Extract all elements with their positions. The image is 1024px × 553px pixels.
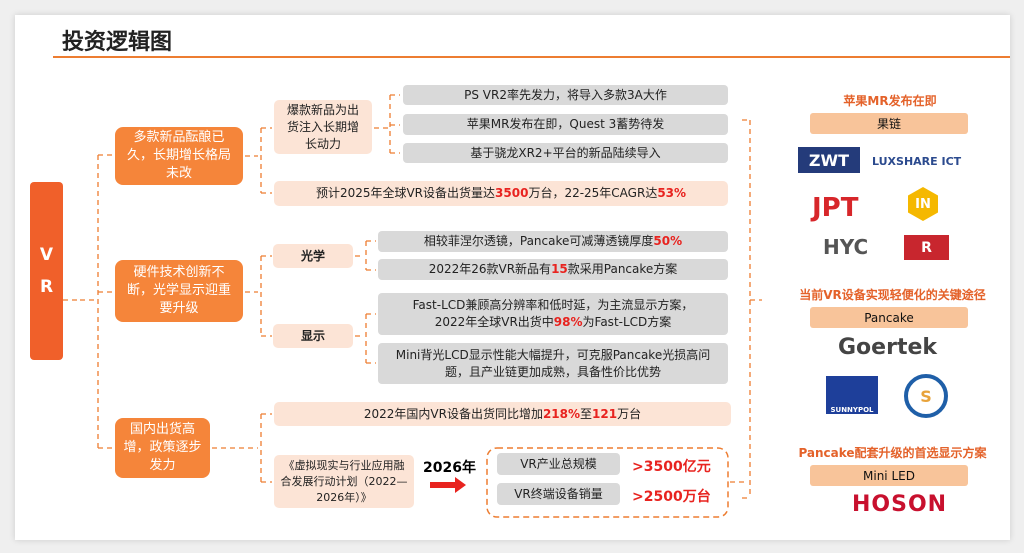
highlight: 53% — [657, 186, 687, 200]
zwt-logo: ZWT — [798, 147, 860, 173]
text: 预计2025年全球VR设备出货量达 — [315, 186, 496, 200]
target-label: VR终端设备销量 — [497, 483, 620, 505]
sunnypol-logo: SUNNYPOL — [826, 376, 878, 414]
highlight: 15 — [551, 262, 568, 276]
root-char: R — [39, 277, 54, 297]
branch-hardware: 硬件技术创新不断，光学显示迎重要升级 — [115, 260, 243, 322]
target-value: >3500亿元 — [632, 459, 711, 475]
jpt-logo: JPT — [812, 193, 859, 223]
pancake-header: 当前VR设备实现轻便化的关键途径 — [799, 288, 986, 302]
highlight: 3500 — [495, 186, 529, 200]
page-title: 投资逻辑图 — [62, 29, 173, 55]
highlight: 98% — [553, 315, 583, 329]
apple-header: 苹果MR发布在即 — [843, 94, 937, 108]
text: 至 — [580, 406, 593, 421]
branch-domestic: 国内出货高增，政策逐步发力 — [115, 418, 210, 478]
highlight: 121 — [592, 406, 618, 421]
text: Fast-LCD兼顾高分辨率和低时延，为主流显示方案， — [412, 298, 694, 312]
target-year: 2026年 — [423, 460, 476, 476]
text: 2022年26款VR新品有 — [428, 262, 552, 276]
root-char: V — [39, 245, 54, 265]
r-logo: R — [904, 235, 949, 260]
title-divider — [53, 56, 1010, 58]
text: 万台，22-25年CAGR达 — [528, 186, 658, 200]
item: 苹果MR发布在即，Quest 3蓄势待发 — [403, 114, 728, 135]
miniled-header: Pancake配套升级的首选显示方案 — [798, 446, 987, 460]
luxshare-logo: LUXSHARE ICT — [872, 155, 962, 168]
hoson-logo: HOSON — [852, 492, 948, 517]
hyc-logo: HYC — [823, 235, 869, 259]
miniled-bar: Mini LED — [810, 465, 968, 486]
branch-new-products: 多款新品酝酿已久，长期增长格局未改 — [115, 127, 243, 185]
highlight: 50% — [653, 234, 683, 248]
display-node: 显示 — [273, 324, 353, 348]
pancake-bar: Pancake — [810, 307, 968, 328]
text: 2022年国内VR设备出货同比增加 — [363, 406, 543, 421]
goertek-logo: Goertek — [838, 335, 938, 360]
target-value: >2500万台 — [632, 489, 711, 505]
target-label: VR产业总规模 — [497, 453, 620, 475]
optics-node: 光学 — [273, 244, 353, 268]
text: 万台 — [617, 406, 642, 421]
text: 2022年全球VR出货中 — [434, 315, 554, 329]
item: PS VR2率先发力，将导入多款3A大作 — [403, 85, 728, 105]
text: 相较菲涅尔透镜，Pancake可减薄透镜厚度 — [423, 234, 654, 248]
text: 为Fast-LCD方案 — [582, 315, 672, 329]
text: 款采用Pancake方案 — [567, 262, 678, 276]
arrow-icon — [430, 477, 466, 493]
apple-chain-bar: 果链 — [810, 113, 968, 134]
policy-plan: 《虚拟现实与行业应用融合发展行动计划（2022—2026年）》 — [274, 455, 414, 508]
item: 基于骁龙XR2+平台的新品陆续导入 — [403, 143, 728, 163]
highlight: 218% — [542, 406, 581, 421]
sub-hit-products: 爆款新品为出货注入长期增长动力 — [274, 100, 372, 154]
item: Mini背光LCD显示性能大幅提升，可克服Pancake光损高问题，且产业链更加… — [378, 343, 728, 384]
item: Fast-LCD兼顾高分辨率和低时延，为主流显示方案， 2022年全球VR出货中9… — [378, 293, 728, 335]
s-logo: S — [904, 374, 948, 418]
in-logo: IN — [908, 187, 938, 221]
